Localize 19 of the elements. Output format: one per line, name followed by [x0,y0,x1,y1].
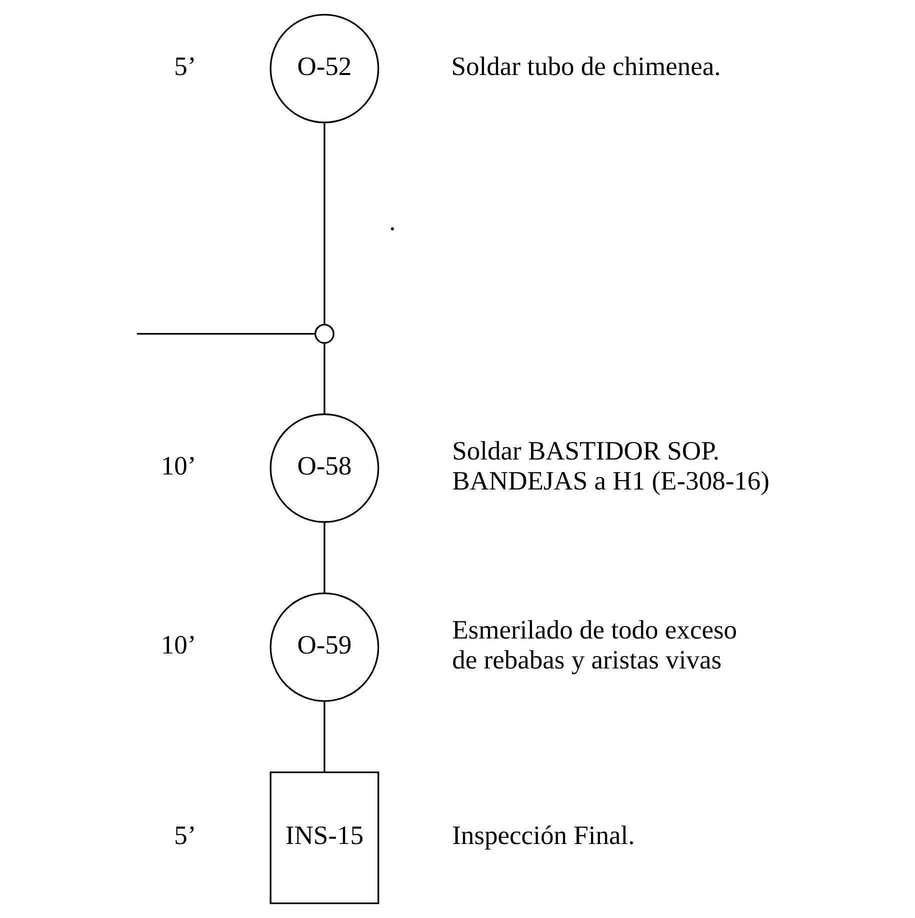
node-label: Soldar BASTIDOR SOP. BANDEJAS a H1 (E-308-16) [452,435,770,496]
node-label: Inspección Final. [452,820,635,850]
node-label: 5’ [174,820,196,850]
node-label: Esmerilado de todo exceso de rebabas y aristas vivas [452,614,738,674]
node-circle: O-59 [270,592,380,702]
node-circle: O-52 [270,14,380,124]
connector [324,522,326,594]
label: . [389,206,396,236]
node-label: 10’ [160,450,196,480]
connector [324,122,326,324]
node-box: INS-15 [270,772,380,904]
node-label: 5’ [174,50,196,81]
node-label: Soldar tubo de chimenea. [451,50,721,81]
node-circle [314,324,334,344]
connector [136,333,315,335]
connector [324,702,326,772]
connector [324,343,326,414]
node-label: 10’ [160,629,196,660]
node-circle: O-58 [270,413,380,523]
